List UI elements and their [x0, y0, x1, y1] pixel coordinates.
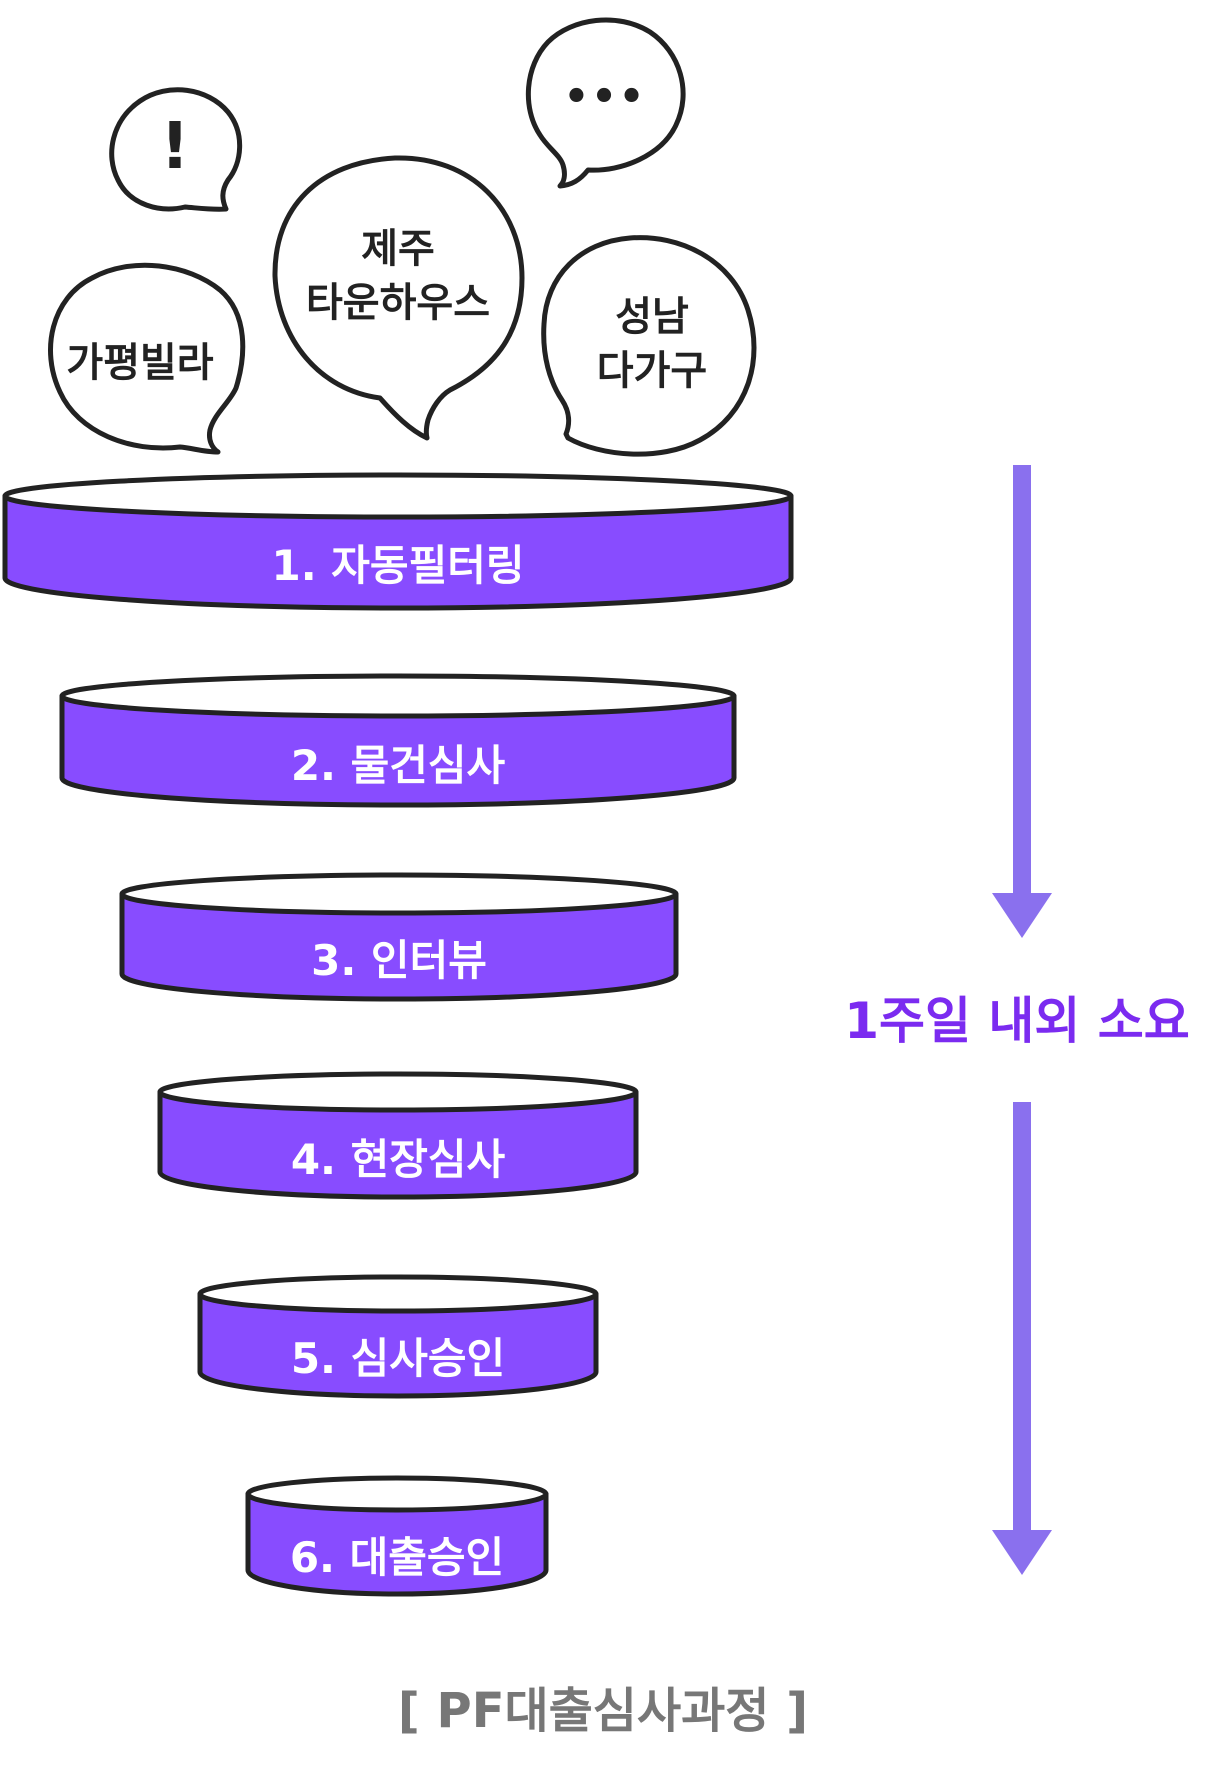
down-arrow-lower — [992, 1102, 1052, 1575]
duration-label: 1주일 내외 소요 — [844, 992, 1190, 1050]
ellipsis-icon: ••• — [564, 74, 647, 120]
stage-label-5: 5. 심사승인 — [291, 1334, 505, 1383]
diagram-caption: [ PF대출심사과정 ] — [398, 1683, 808, 1739]
bubble-label-jeju-line2: 타운하우스 — [306, 280, 490, 326]
stage-label-3: 3. 인터뷰 — [311, 936, 487, 985]
bubble-label-seongnam-line2: 다가구 — [597, 348, 707, 394]
bubble-label-gapyeong: 가평빌라 — [66, 340, 213, 386]
gapyeong-bubble: 가평빌라 — [48, 262, 246, 455]
seongnam-bubble: 성남 다가구 — [541, 235, 757, 457]
stage-label-2: 2. 물건심사 — [291, 741, 506, 790]
funnel-stage-5: 5. 심사승인 — [197, 1274, 599, 1399]
stage-label-4: 4. 현장심사 — [291, 1135, 506, 1184]
ellipsis-bubble: ••• — [525, 17, 686, 189]
funnel-stage-2: 2. 물건심사 — [59, 673, 737, 808]
exclamation-icon: ! — [160, 110, 189, 184]
funnel-stage-3: 3. 인터뷰 — [119, 872, 679, 1002]
down-arrow-upper — [992, 465, 1052, 938]
stage-label-6: 6. 대출승인 — [290, 1533, 504, 1582]
funnel-stage-6: 6. 대출승인 — [245, 1475, 549, 1597]
funnel-stage-1: 1. 자동필터링 — [2, 472, 794, 611]
bubble-label-seongnam-line1: 성남 — [615, 294, 689, 340]
stage-label-1: 1. 자동필터링 — [271, 541, 524, 590]
exclaim-bubble: ! — [109, 87, 243, 212]
jeju-bubble: 제주 타운하우스 — [272, 155, 525, 441]
funnel-stage-4: 4. 현장심사 — [157, 1071, 639, 1200]
bubble-label-jeju-line1: 제주 — [361, 226, 435, 272]
